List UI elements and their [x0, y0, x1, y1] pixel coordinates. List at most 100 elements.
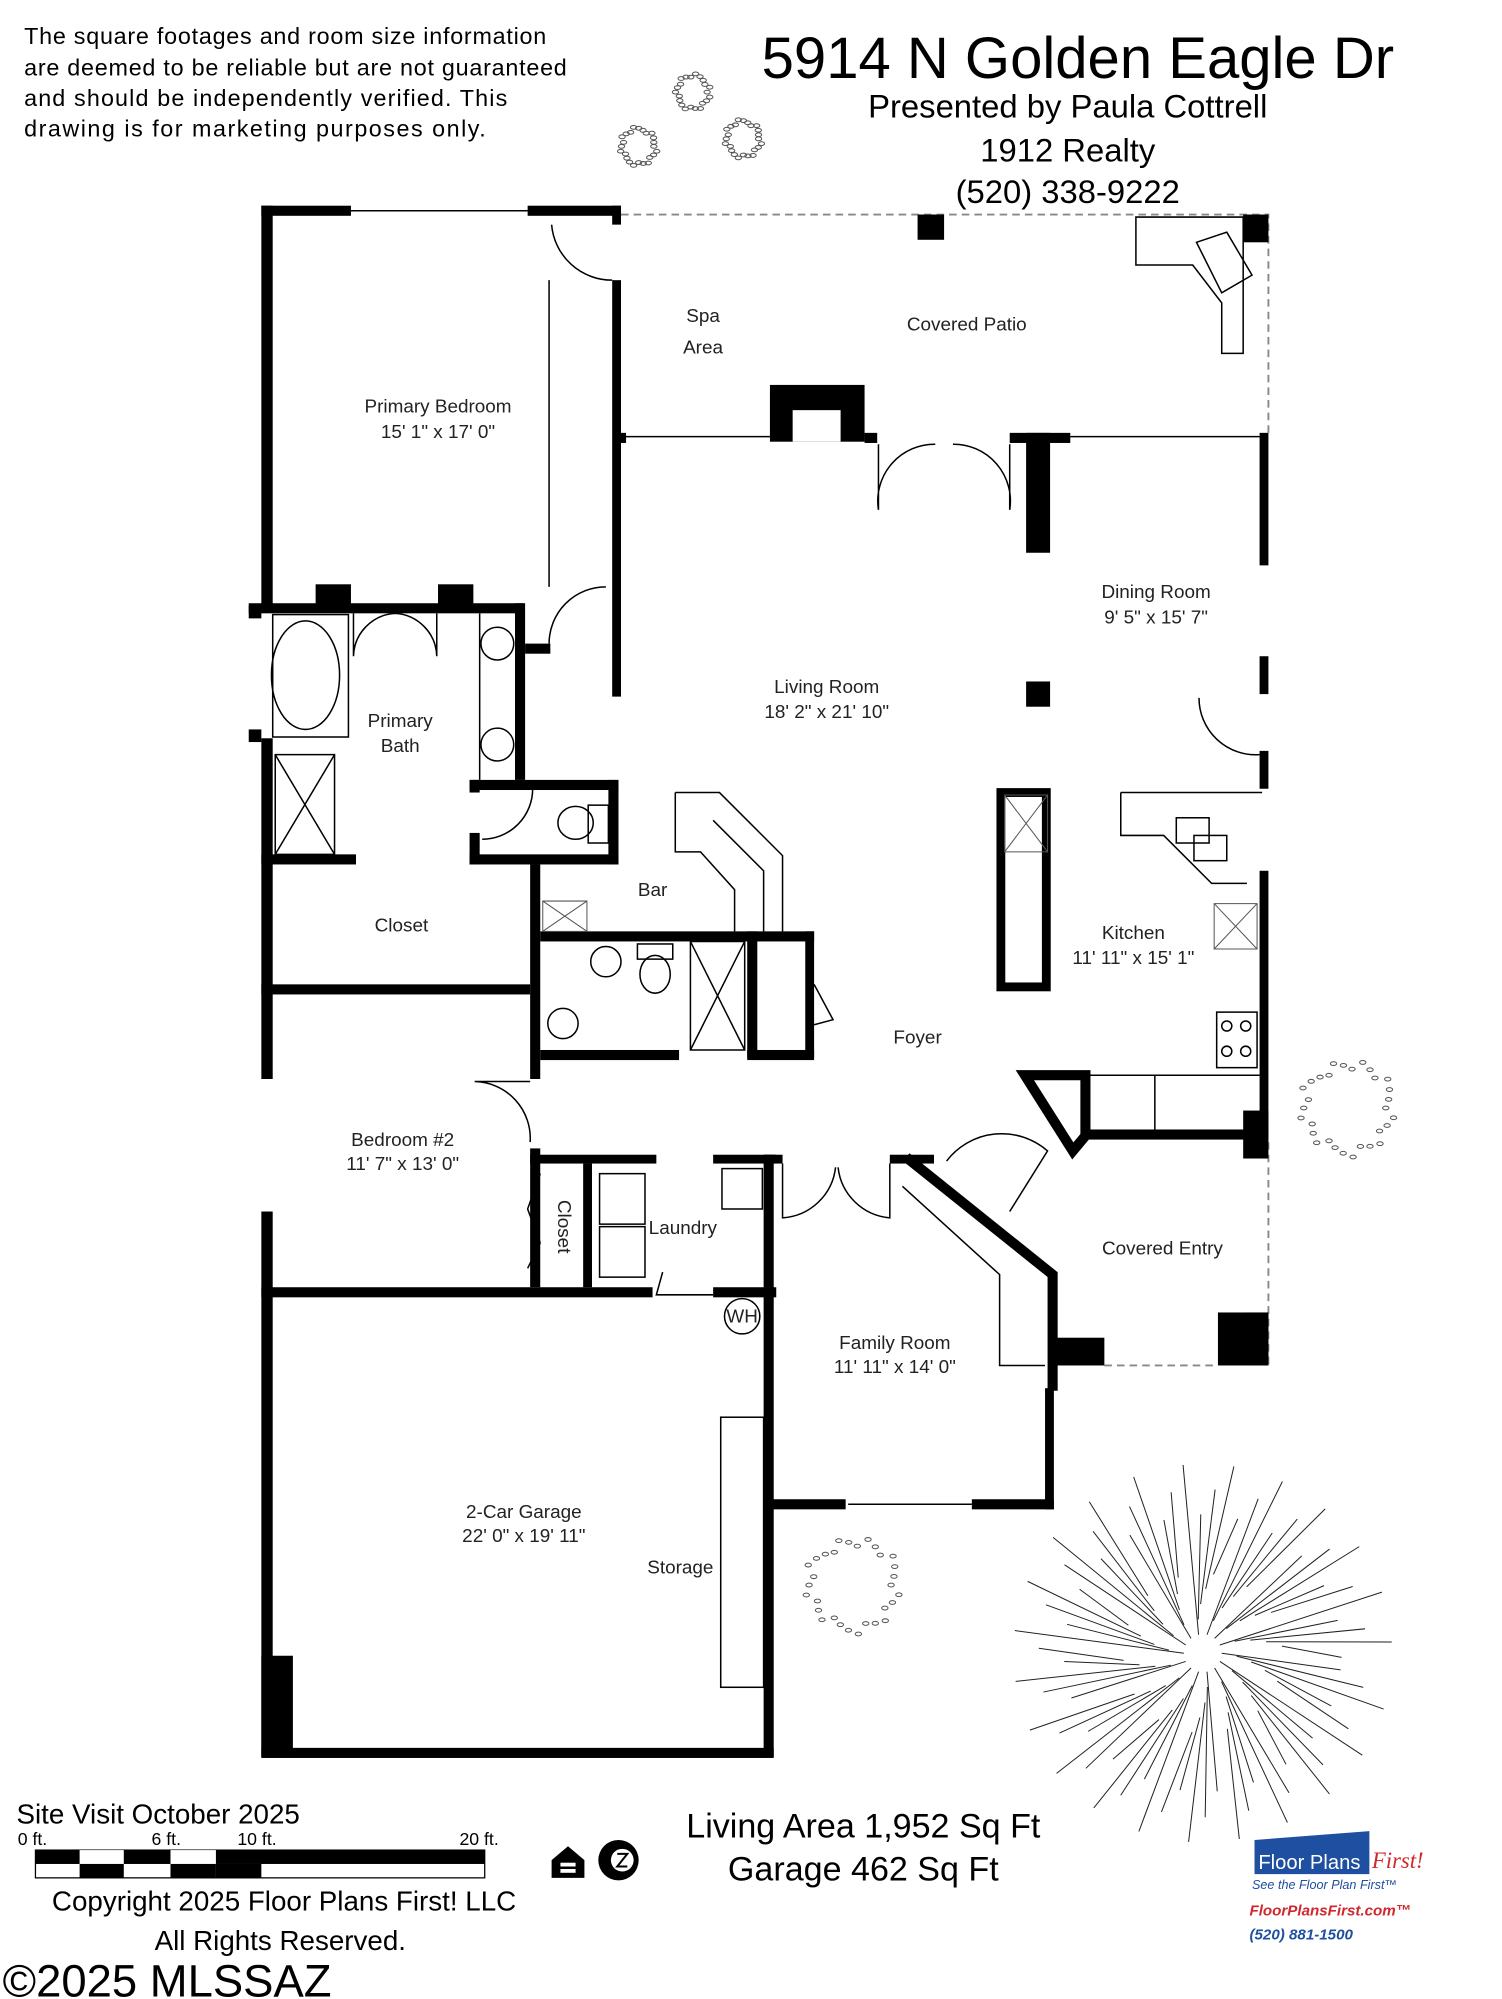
water-heater-icon: [723, 1297, 761, 1335]
shrub-leaf: [757, 141, 766, 147]
wall: [525, 643, 551, 654]
tree-branch: [1214, 1555, 1303, 1639]
wall: [469, 779, 619, 791]
tree-branch: [1257, 1710, 1287, 1765]
wall: [261, 1747, 774, 1758]
shrub-leaf: [754, 132, 763, 138]
copyright: Copyright 2025 Floor Plans First! LLC: [52, 1886, 516, 1917]
shrub-leaf: [752, 123, 761, 129]
shrub-leaf: [1371, 1075, 1379, 1081]
tree-branch: [1052, 1536, 1174, 1637]
shrub-leaf: [1383, 1123, 1391, 1128]
garage-area: Garage 462 Sq Ft: [728, 1850, 999, 1888]
fixtures: [270, 216, 1263, 1689]
shrub-leaf: [747, 123, 755, 129]
shrub-leaf: [802, 1592, 810, 1598]
shrub-leaf: [1299, 1085, 1307, 1091]
tree-branch: [1239, 1546, 1360, 1622]
site-visit: Site Visit October 2025: [17, 1799, 300, 1830]
shrub-leaf: [618, 134, 626, 140]
disclaimer-line: and should be independently verified. Th…: [24, 85, 508, 111]
tree-branch: [1206, 1498, 1259, 1635]
room-labels: Spa Area Covered Patio Primary Bedroom 1…: [346, 306, 1223, 1579]
shrub-leaf: [671, 89, 680, 95]
tree-branch: [1250, 1628, 1366, 1641]
wall: [747, 1049, 815, 1061]
shrub-leaf: [889, 1553, 897, 1559]
label-laundry: Laundry: [649, 1218, 718, 1239]
tree-branch: [1014, 1630, 1184, 1654]
wall: [248, 605, 262, 619]
equal-housing-icon: [551, 1846, 585, 1878]
tree-branch: [1246, 1508, 1326, 1588]
shrub-leaf: [675, 93, 683, 99]
wall: [261, 984, 531, 995]
shrub-leaf: [629, 163, 638, 168]
shrub-leaf: [1325, 1072, 1333, 1078]
wall: [1259, 750, 1269, 789]
size-kitchen: 11' 11" x 15' 1": [1072, 948, 1194, 969]
tree-branch: [1221, 1652, 1341, 1671]
shrub-leaf: [864, 1537, 872, 1542]
shrub-leaf: [835, 1538, 843, 1544]
label-spa-area: Area: [683, 337, 723, 358]
shrub-leaf: [754, 136, 763, 142]
toilet-icon: [557, 805, 595, 840]
wall: [805, 931, 815, 1058]
wall: [1259, 656, 1269, 695]
wall: [864, 432, 878, 443]
tree-branch: [1120, 1698, 1184, 1796]
size-primary-bedroom: 15' 1" x 17' 0": [381, 422, 495, 443]
wall: [1009, 432, 1071, 443]
shrub-leaf: [744, 153, 752, 159]
shrub-leaf: [649, 135, 658, 141]
logo-phone: (520) 881-1500: [1249, 1927, 1353, 1944]
tree-branch: [1236, 1655, 1364, 1688]
tree-branch: [1085, 1667, 1192, 1769]
wall: [261, 854, 356, 865]
shrub-leaf: [696, 106, 705, 111]
scale-label: 6 ft.: [152, 1829, 181, 1849]
sink-icon: [547, 1007, 579, 1040]
shrub-leaf: [1329, 1061, 1338, 1067]
wall: [612, 205, 622, 225]
watermark: ©2025 MLSSAZ: [3, 1955, 332, 1999]
tree-branch: [1056, 1677, 1180, 1774]
wall: [1026, 432, 1051, 553]
shrub-leaf: [887, 1582, 895, 1588]
tree-branch: [1242, 1681, 1324, 1766]
scale-bar: [34, 1849, 486, 1879]
shrub-leaf: [635, 160, 643, 165]
scale-label: 20 ft.: [459, 1829, 498, 1849]
shrub-leaf: [617, 143, 626, 149]
shrub-leaf: [722, 136, 730, 142]
kitchen-island: [996, 788, 1051, 992]
shrub-leaf: [888, 1600, 897, 1605]
shrub-leaf: [845, 1539, 853, 1545]
wall: [763, 1154, 774, 1757]
tree-branch: [1128, 1506, 1185, 1625]
north-arrow-icon: [598, 1839, 639, 1881]
shrub-leaf: [723, 126, 731, 132]
wall: [763, 1154, 783, 1164]
disclaimer: The square footages and room size inform…: [24, 23, 567, 141]
shrub-leaf: [1325, 1138, 1333, 1144]
shrub-leaf: [730, 152, 739, 157]
kitchen-corner-wall: [1015, 1070, 1091, 1160]
tree-branch: [1112, 1719, 1160, 1760]
wall: [515, 603, 526, 780]
presented-by: Presented by Paula Cottrell: [868, 87, 1267, 124]
shrub-leaf: [853, 1543, 861, 1549]
shrub-leaf: [676, 81, 685, 87]
logo-website[interactable]: FloorPlansFirst.com™: [1249, 1903, 1410, 1920]
tree-branch: [1214, 1667, 1290, 1794]
size-family-room: 11' 11" x 14' 0": [834, 1357, 956, 1378]
shrub-leaf: [881, 1605, 889, 1611]
shrub-leaf: [1366, 1143, 1374, 1149]
label-dining-room: Dining Room: [1101, 582, 1210, 603]
tree-branch: [1213, 1518, 1239, 1575]
floor-plans-first-logo: Floor Plans First! See the Floor Plan Fi…: [1249, 1831, 1424, 1944]
wall: [612, 280, 622, 697]
wall: [261, 738, 273, 1080]
